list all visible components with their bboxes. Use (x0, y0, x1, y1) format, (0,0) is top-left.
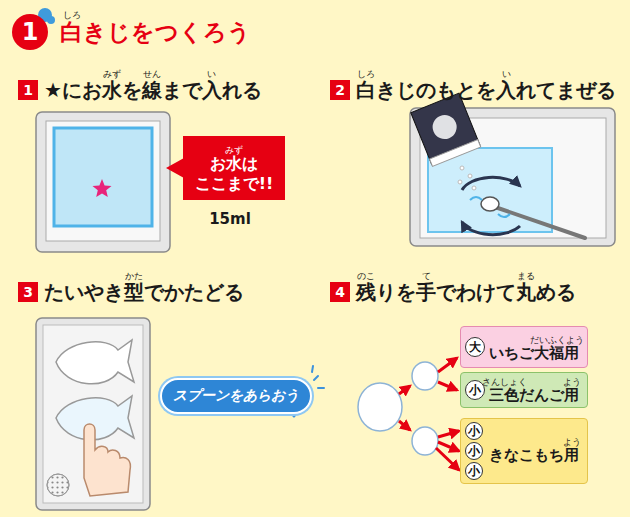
step-number: 1 (18, 80, 38, 100)
size-circle-text: 大 (469, 341, 481, 353)
null (411, 93, 481, 166)
mixing-tray (460, 166, 464, 170)
step-heading: ★にお水を線まで入れる (44, 77, 262, 103)
size-circle: 大 (465, 337, 485, 357)
split-arrows (436, 448, 459, 470)
mixing-tray (410, 108, 615, 246)
mixing-tray (470, 197, 510, 217)
step-heading: 白きじのもとを入れてまぜる (356, 77, 616, 103)
split-arrows (438, 431, 459, 437)
use-tag-text: きなこもち用 (489, 446, 579, 464)
step-badge: 1★にお水を線まで入れる (18, 80, 38, 100)
split-arrows (399, 358, 459, 470)
size-circle-text: 小 (468, 425, 480, 437)
mixing-tray (410, 93, 615, 246)
step-number: 3 (18, 282, 38, 302)
callout-pointer (166, 158, 184, 178)
furigana: い (502, 70, 511, 79)
furigana: だいふくよう (530, 336, 584, 345)
furigana: まる (517, 272, 535, 281)
wash-badge-text: スプーンをあらおう (173, 387, 299, 405)
furigana: かた (125, 272, 143, 281)
furigana: さんしょく (482, 378, 527, 387)
step-number: 2 (330, 80, 350, 100)
furigana: みず (225, 146, 243, 155)
dough-balls (358, 362, 438, 455)
furigana: せん (143, 70, 161, 79)
size-circle-text: 小 (469, 384, 481, 396)
taiyaki-mold (36, 318, 150, 510)
taiyaki-mold (56, 340, 134, 384)
dough-balls (412, 362, 438, 390)
title-badge-text: 1 (22, 20, 39, 44)
step-number: 4 (330, 282, 350, 302)
taiyaki-mold (47, 474, 69, 496)
split-arrows (399, 421, 410, 430)
furigana: しろ (357, 70, 375, 79)
water-tray (54, 128, 152, 226)
spoon-icon (312, 366, 324, 388)
mixing-tray (472, 186, 476, 190)
furigana: のこ (357, 272, 375, 281)
size-circle-text: 小 (468, 465, 480, 477)
null (430, 140, 481, 167)
water-tray (36, 112, 170, 252)
use-tag: いちご大福用大 (460, 326, 588, 368)
water-tray (93, 179, 112, 197)
size-circle: 小 (465, 462, 483, 480)
water-tray (46, 121, 160, 241)
volume-label: 15ml (209, 212, 251, 227)
taiyaki-mold (43, 325, 143, 503)
dough-balls (358, 383, 402, 431)
use-tag-text: 三色だんご用 (489, 386, 579, 404)
size-circle: 小 (465, 442, 483, 460)
mixing-tray (481, 197, 499, 211)
step-badge: 3たいやき型でかたどる (18, 282, 38, 302)
title: 白きじをつくろう (60, 18, 251, 46)
step-badge: 2白きじのもとを入れてまぜる (330, 80, 350, 100)
title-badge: 1 (12, 14, 48, 50)
split-arrows (399, 386, 410, 394)
title-bump (47, 16, 55, 24)
water-tray (36, 112, 170, 252)
mixing-tray (462, 222, 520, 235)
furigana: よう (563, 378, 581, 387)
step-heading: 残りを手でわけて丸める (356, 279, 576, 305)
split-arrows (438, 442, 459, 451)
furigana: い (207, 70, 216, 79)
furigana: よう (563, 438, 581, 447)
callout-pointer (166, 158, 184, 178)
taiyaki-mold (36, 318, 150, 510)
size-circle-text: 小 (468, 445, 480, 457)
dough-balls (412, 427, 438, 455)
furigana: しろ (63, 11, 81, 20)
callout-box-text: お水は ここまで!! (187, 154, 281, 194)
taiyaki-mold (84, 424, 130, 496)
furigana: て (422, 272, 431, 281)
step-badge: 4残りを手でわけて丸める (330, 282, 350, 302)
taiyaki-mold (47, 474, 69, 496)
mixing-tray (468, 174, 472, 178)
null (429, 111, 460, 142)
wash-badge: スプーンをあらおう (160, 378, 312, 414)
mixing-tray (462, 177, 520, 190)
step-heading: たいやき型でかたどる (44, 279, 244, 305)
split-arrows (438, 382, 457, 390)
size-circle: 小 (465, 422, 483, 440)
split-arrows (438, 358, 457, 372)
use-tag-text: いちご大福用 (489, 344, 579, 362)
mixing-tray (458, 180, 462, 184)
furigana: みず (103, 70, 121, 79)
use-tag: きなこもち用小小小 (460, 418, 588, 484)
